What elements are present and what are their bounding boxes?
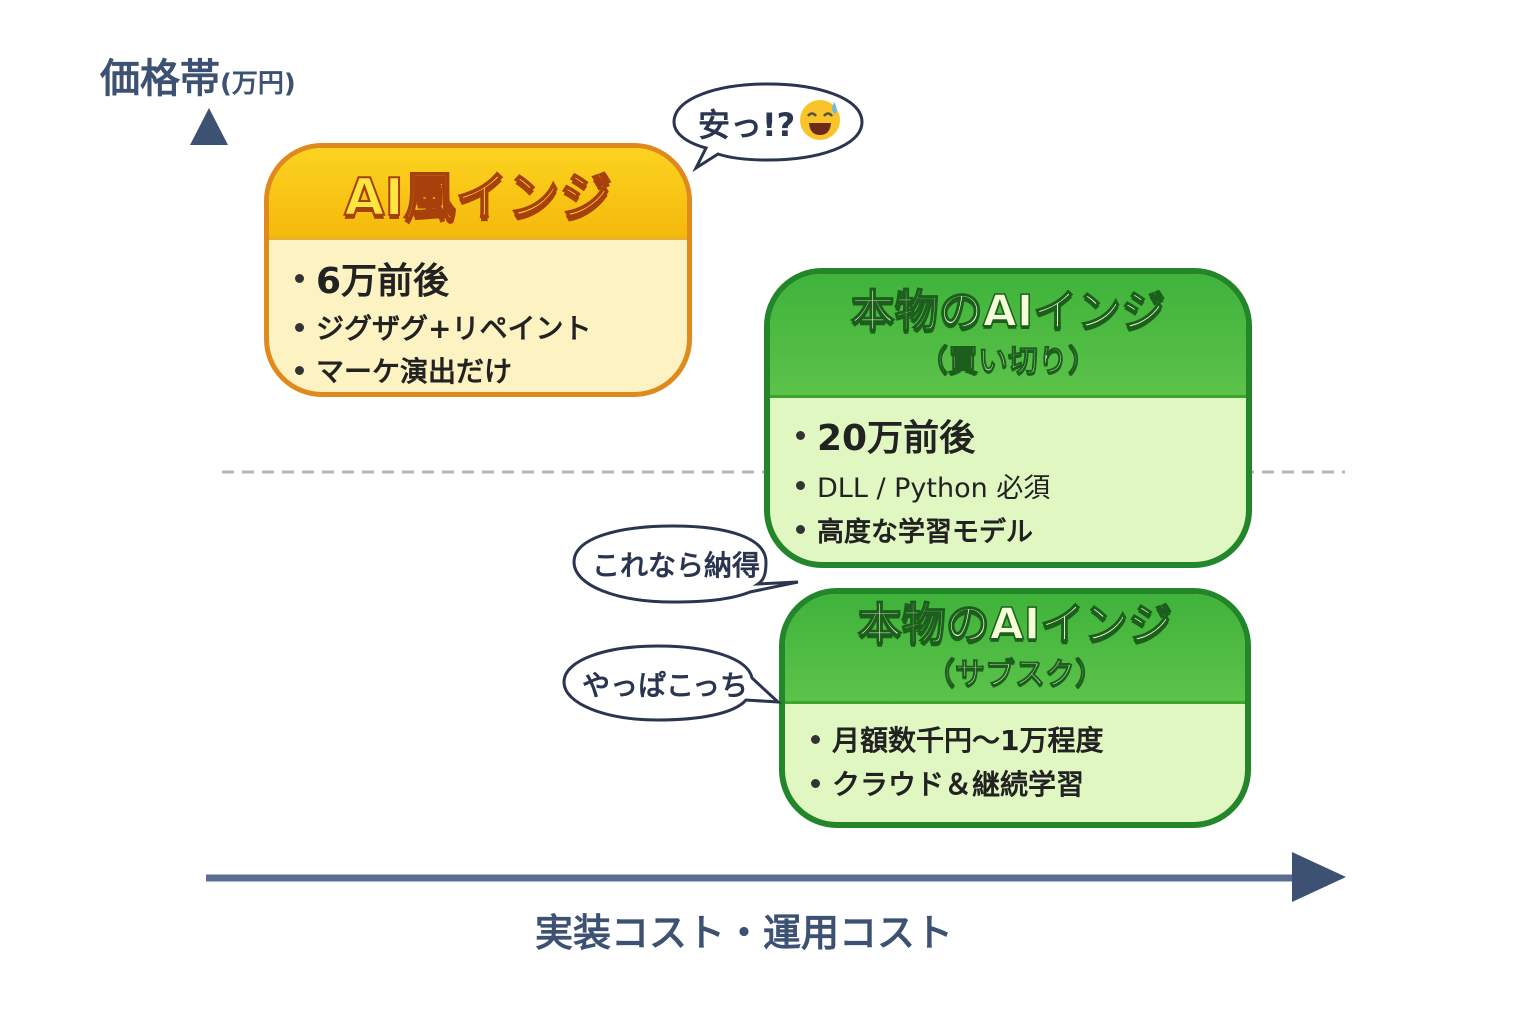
- list-item: 月額数千円〜1万程度: [811, 716, 1245, 762]
- y-axis-title: 価格帯(万円): [100, 46, 296, 104]
- list-item: 高度な学習モデル: [796, 508, 1246, 550]
- bullet-icon: [811, 778, 820, 788]
- y-axis-unit: (万円): [220, 69, 296, 99]
- bullet-icon: [811, 734, 820, 744]
- speech-bubble-shape: [572, 524, 799, 604]
- speech-bubble-shape: [562, 644, 783, 722]
- bullet-icon: [796, 430, 805, 440]
- list-item: 6万前後: [295, 252, 687, 304]
- box-subtitle: （買い切り）: [918, 343, 1099, 379]
- bullet-icon: [796, 480, 805, 490]
- bullet-icon: [295, 322, 304, 332]
- real-ai-buyout-box: 本物のAIインジ （買い切り） 20万前後 DLL / Python 必須 高度な…: [764, 268, 1252, 568]
- y-axis-arrow-icon: [190, 108, 228, 145]
- sweat-smile-emoji-icon: [800, 100, 840, 140]
- list-item: DLL / Python 必須: [796, 462, 1246, 508]
- list-item: ジグザグ+リペイント: [295, 304, 687, 350]
- x-axis-arrow-icon: [1292, 852, 1346, 902]
- list-item: 20万前後: [796, 408, 1246, 462]
- box-subtitle: （サブスク）: [925, 656, 1106, 692]
- speech-bubble-prefer: やっぱこっち: [558, 642, 783, 724]
- box-title: 本物のAIインジ: [850, 286, 1166, 338]
- x-axis-title: 実装コスト・運用コスト: [535, 911, 954, 955]
- bullet-icon: [295, 365, 304, 375]
- real-ai-subscription-box: 本物のAIインジ （サブスク） 月額数千円〜1万程度 クラウド＆継続学習: [779, 588, 1251, 828]
- bullet-icon: [796, 524, 805, 534]
- box-title: 本物のAIインジ: [857, 599, 1173, 651]
- fake-ai-indicator-box: AI風インジ 6万前後 ジグザグ+リペイント マーケ演出だけ: [264, 143, 692, 397]
- y-axis-label: 価格帯: [100, 56, 220, 102]
- speech-bubble-cheap: 安っ!?: [668, 80, 868, 173]
- bubble-text: 安っ!?: [698, 106, 796, 144]
- list-item: クラウド＆継続学習: [811, 762, 1245, 804]
- speech-bubble-convinced: これなら納得: [568, 522, 803, 604]
- bubble-text: これなら納得: [592, 549, 761, 582]
- bubble-text: やっぱこっち: [582, 669, 749, 702]
- list-item: マーケ演出だけ: [295, 350, 687, 390]
- box-title: AI風インジ: [343, 167, 613, 229]
- bullet-icon: [295, 273, 304, 283]
